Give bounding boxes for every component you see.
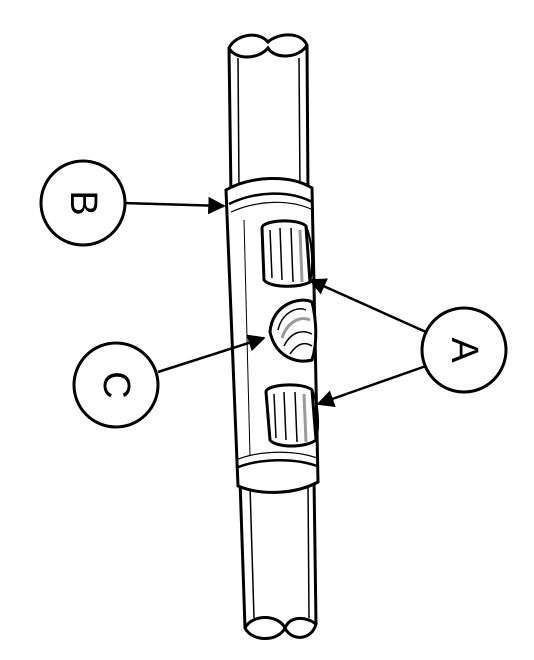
callout-b-label: B bbox=[62, 190, 104, 215]
leader-lines bbox=[123, 196, 427, 408]
leader-line-b bbox=[123, 196, 226, 215]
callout-a-label: A bbox=[443, 337, 485, 363]
locking-tab-upper bbox=[260, 219, 314, 288]
locking-tab-lower bbox=[264, 383, 320, 448]
upper-pipe bbox=[227, 33, 310, 197]
callout-b: B bbox=[39, 159, 127, 247]
release-latch bbox=[268, 298, 318, 363]
leader-line-c bbox=[157, 334, 266, 374]
leader-line-a-lower bbox=[316, 364, 427, 408]
leader-line-a-upper bbox=[308, 278, 427, 334]
callout-a: A bbox=[420, 306, 508, 394]
callout-c-label: C bbox=[95, 371, 137, 398]
callout-c: C bbox=[72, 341, 160, 429]
lower-pipe bbox=[238, 477, 318, 640]
